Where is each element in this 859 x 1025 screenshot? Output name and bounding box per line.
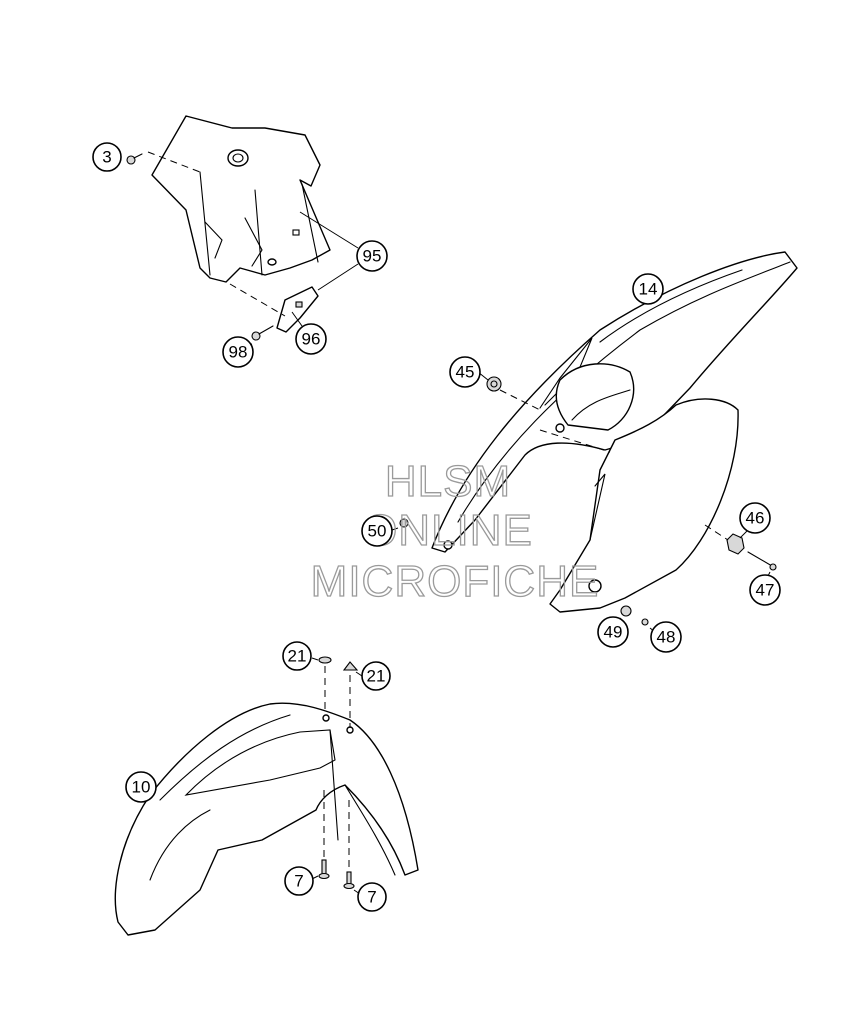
callout-50[interactable]: 50: [361, 515, 393, 547]
callout-label: 14: [639, 280, 658, 299]
callout-96[interactable]: 96: [295, 323, 327, 355]
callout-14[interactable]: 14: [632, 273, 664, 305]
callout-label: 3: [102, 148, 111, 167]
panel-washer: [620, 605, 632, 617]
mask-bracket: [276, 286, 319, 333]
callout-21-left[interactable]: 21: [282, 641, 312, 671]
callout-label: 21: [367, 667, 386, 686]
panel-spacer: [726, 533, 745, 555]
callout-label: 47: [756, 581, 775, 600]
callout-label: 98: [229, 343, 248, 362]
callout-48[interactable]: 48: [650, 621, 682, 653]
panel-screw: [641, 618, 649, 626]
callout-47[interactable]: 47: [749, 574, 781, 606]
panel-bolt: [747, 551, 777, 571]
callout-label: 45: [456, 363, 475, 382]
front-fender: [114, 702, 419, 936]
callout-label: 21: [288, 647, 307, 666]
callout-label: 49: [604, 623, 623, 642]
callout-label: 50: [368, 522, 387, 541]
fender-bolt-left: [318, 859, 330, 880]
watermark-line-3: MICROFICHE: [311, 557, 600, 606]
fender-washer-right: [342, 661, 359, 671]
callout-label: 48: [657, 628, 676, 647]
bracket-screw: [251, 325, 274, 341]
callout-7-left[interactable]: 7: [284, 866, 314, 896]
watermark: HLSM ONLINE MICROFICHE: [310, 456, 600, 606]
callout-label: 46: [746, 509, 765, 528]
fender-nut: [486, 376, 502, 392]
callout-45[interactable]: 45: [449, 356, 481, 388]
callout-21-right[interactable]: 21: [361, 661, 391, 691]
callout-95[interactable]: 95: [356, 240, 388, 272]
rear-fender: [431, 251, 798, 553]
callout-3[interactable]: 3: [92, 142, 122, 172]
fender-bolt: [399, 518, 409, 528]
fender-washer-left: [318, 656, 332, 664]
watermark-line-1: HLSM: [385, 457, 511, 506]
headlight-mask: [151, 115, 331, 283]
side-panel: [549, 398, 739, 613]
callout-49[interactable]: 49: [597, 616, 629, 648]
fender-bolt-right: [343, 871, 355, 890]
callout-label: 10: [132, 778, 151, 797]
callout-7-right[interactable]: 7: [357, 882, 387, 912]
callout-46[interactable]: 46: [739, 502, 771, 534]
callout-10[interactable]: 10: [125, 771, 157, 803]
callout-label: 7: [367, 888, 376, 907]
callout-label: 96: [302, 330, 321, 349]
callout-label: 95: [363, 247, 382, 266]
mask-screw: [126, 153, 143, 165]
callout-label: 7: [294, 872, 303, 891]
callout-98[interactable]: 98: [222, 336, 254, 368]
